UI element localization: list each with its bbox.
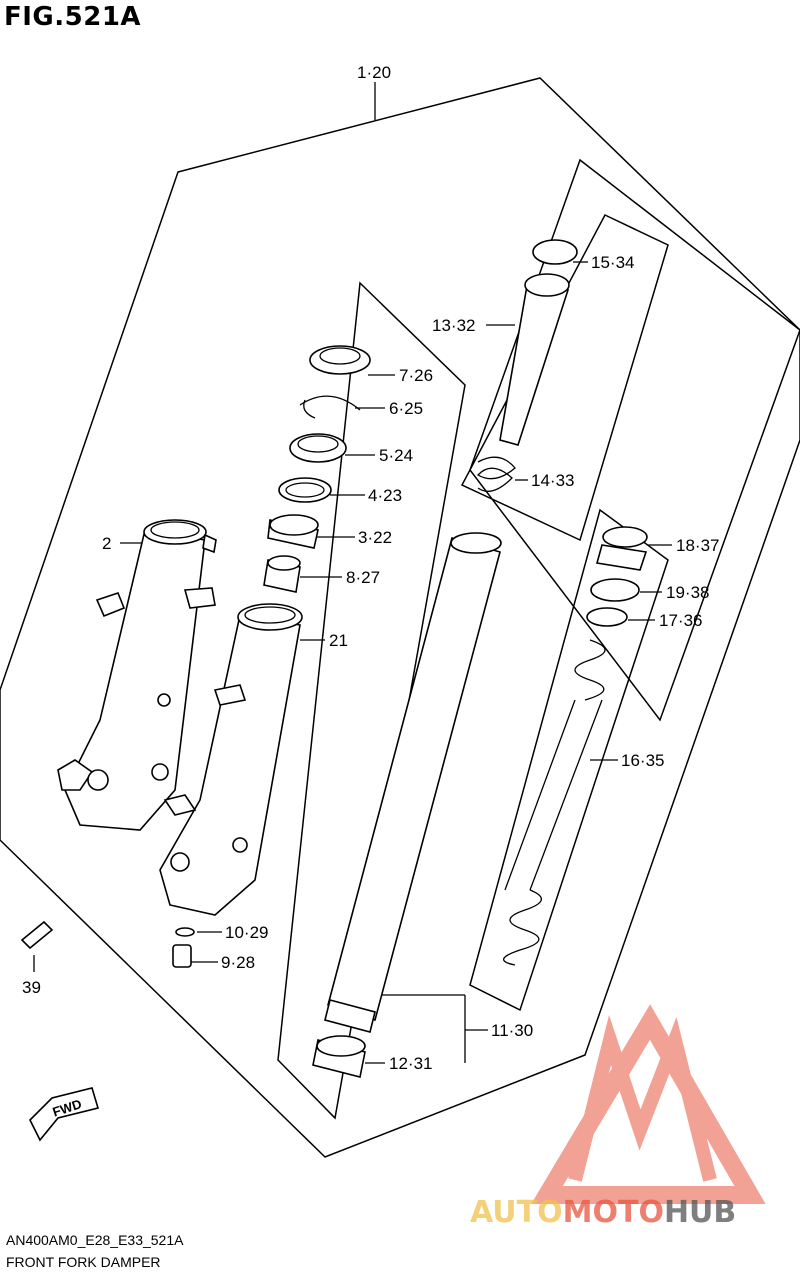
cap-bolt-18 bbox=[586, 526, 648, 627]
figure-name: FRONT FORK DAMPER bbox=[6, 1254, 161, 1270]
assembly-outline-frame bbox=[0, 77, 800, 1158]
damper-rod-13 bbox=[476, 239, 578, 492]
callout-1: 1·20 bbox=[357, 63, 391, 82]
callout-2: 2 bbox=[102, 534, 111, 553]
callout-9: 9·28 bbox=[221, 953, 255, 972]
bolt-39 bbox=[20, 920, 54, 972]
outer-tube-left bbox=[57, 519, 217, 831]
watermark-text-hub: HUB bbox=[664, 1195, 736, 1230]
callout-3: 3·22 bbox=[358, 528, 392, 547]
callout-5: 5·24 bbox=[379, 446, 413, 465]
damper-subframe bbox=[277, 281, 466, 1120]
callout-17: 17·36 bbox=[659, 611, 702, 630]
fwd-arrow-icon bbox=[29, 1087, 100, 1142]
callout-15: 15·34 bbox=[591, 253, 634, 272]
callout-16: 16·35 bbox=[621, 751, 664, 770]
bolt-9 bbox=[172, 927, 195, 968]
watermark-text-moto: MOTO bbox=[563, 1195, 664, 1230]
callout-12: 12·31 bbox=[389, 1054, 432, 1073]
figure-code: AN400AM0_E28_E33_521A bbox=[6, 1232, 184, 1248]
callout-13: 13·32 bbox=[432, 316, 475, 335]
callout-7: 7·26 bbox=[399, 366, 433, 385]
leader-lines bbox=[120, 82, 672, 1064]
spring-16 bbox=[503, 639, 606, 966]
watermark-logo bbox=[531, 1004, 766, 1204]
watermark-text: AUTOMOTOHUB bbox=[470, 1195, 736, 1230]
figure-title: FIG.521A bbox=[4, 2, 142, 32]
cap-subframe bbox=[469, 158, 800, 722]
callout-18: 18·37 bbox=[676, 536, 719, 555]
callout-14: 14·33 bbox=[531, 471, 574, 490]
damper-cylinder bbox=[312, 532, 502, 1078]
watermark-text-auto: AUTO bbox=[470, 1195, 563, 1230]
spring-subframe bbox=[469, 508, 669, 1012]
callout-10: 10·29 bbox=[225, 923, 268, 942]
seal-stack bbox=[263, 345, 371, 593]
callout-4: 4·23 bbox=[368, 486, 402, 505]
callout-11: 11·30 bbox=[491, 1021, 533, 1040]
callout-21: 21 bbox=[329, 631, 348, 650]
callout-19: 19·38 bbox=[666, 583, 709, 602]
watermark-m-icon bbox=[568, 1014, 717, 1182]
callout-8: 8·27 bbox=[346, 568, 380, 587]
callout-39: 39 bbox=[22, 978, 41, 997]
outer-tube-right bbox=[159, 603, 303, 916]
callout-6: 6·25 bbox=[389, 399, 423, 418]
